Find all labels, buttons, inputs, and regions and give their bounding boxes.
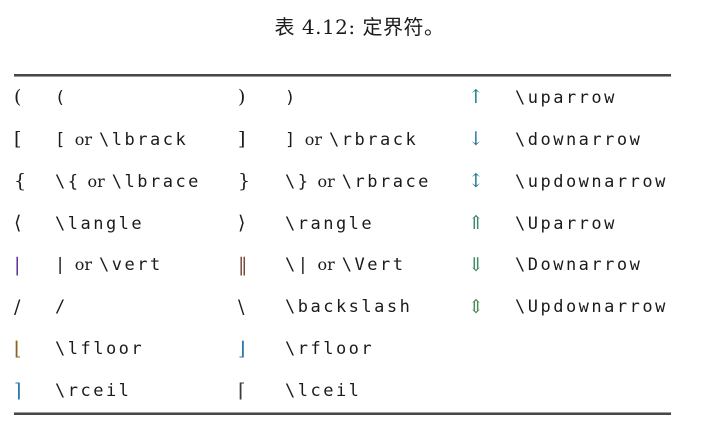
delimiter-table: ( ()) ↑ \uparrow [ [ or \lbrack]] or \rbrack ↓ \dow… (0, 77, 719, 412)
delimiter-symbol: ⌋ (238, 337, 246, 360)
latex-command: \uparrow (515, 88, 719, 108)
or-connective: or (74, 255, 93, 275)
command-text: \downarrow (515, 129, 643, 150)
table-row: [ [ or \lbrack]] or \rbrack ↓ \downarrow (0, 119, 719, 161)
command-text: \rfloor (285, 339, 375, 360)
latex-command: ) (285, 88, 468, 108)
latex-command: \downarrow (515, 130, 719, 150)
latex-command: \updownarrow (515, 172, 719, 192)
delimiter-symbol: } (238, 170, 251, 193)
or-connective: or (304, 129, 323, 149)
command-text: \lbrack (99, 129, 189, 150)
command-text: | (55, 255, 68, 276)
table-caption: 表 4.12: 定界符。 (274, 15, 445, 39)
command-text: \rbrack (329, 129, 419, 150)
delimiter-symbol: ⇕ (468, 295, 484, 318)
latex-command: \rangle (285, 214, 468, 234)
or-connective: or (74, 129, 93, 149)
delimiter-symbol: ⌈ (238, 379, 246, 402)
latex-command: \Downarrow (515, 255, 719, 275)
command-text: / (55, 297, 68, 318)
latex-command: [ or \lbrack (55, 130, 238, 150)
command-text: \Updownarrow (515, 297, 668, 318)
latex-command: / (55, 297, 238, 317)
delimiter-symbol: ‖ (238, 253, 248, 276)
delimiter-symbol: ⟨ (14, 212, 22, 235)
command-text: \lbrace (111, 171, 201, 192)
latex-command: \Updownarrow (515, 297, 719, 317)
latex-command: \lceil (285, 381, 468, 401)
delimiter-symbol: { (14, 170, 27, 193)
latex-command: ( (55, 88, 238, 108)
command-text: \vert (99, 255, 163, 276)
command-text: ] (285, 129, 298, 150)
table-row: / / \ \backslash ⇕ \Updownarrow (0, 286, 719, 328)
delimiter-symbol: ↕ (468, 170, 484, 193)
command-text: \backslash (285, 297, 413, 318)
command-text: \Vert (341, 255, 406, 276)
latex-command: \backslash (285, 297, 468, 317)
delimiter-symbol: [ (14, 128, 22, 151)
latex-command: \Uparrow (515, 214, 719, 234)
command-text: \langle (55, 213, 145, 234)
command-text: ) (285, 87, 298, 108)
table-row: ( ()) ↑ \uparrow (0, 77, 719, 119)
latex-command: \lfloor (55, 339, 238, 359)
or-connective: or (317, 255, 335, 275)
command-text: \Uparrow (515, 213, 617, 234)
latex-command: \| or \Vert (285, 255, 468, 275)
or-connective: or (87, 171, 105, 191)
table-row: | | or \vert ‖ \| or \Vert ⇓ \Downarrow (0, 245, 719, 287)
delimiter-symbol: ↑ (468, 86, 484, 109)
latex-command: ] or \rbrack (285, 130, 468, 150)
delimiter-symbol: ⟩ (238, 212, 246, 235)
command-text: \uparrow (515, 87, 617, 108)
command-text: ( (55, 87, 68, 108)
delimiter-symbol: ⇑ (468, 212, 484, 235)
command-text: \} (285, 171, 311, 192)
delimiter-symbol: ⇓ (468, 253, 484, 276)
delimiter-symbol: \ (238, 295, 245, 318)
command-text: \rbrace (341, 171, 431, 192)
command-text: \lceil (285, 381, 362, 402)
command-text: \lfloor (55, 339, 145, 360)
table-row: ⟨ \langle ⟩ \rangle ⇑ \Uparrow (0, 203, 719, 245)
command-text: \| (285, 255, 311, 276)
delimiter-symbol: | (14, 253, 21, 276)
command-text: \rceil (55, 381, 132, 402)
table-row: ⌉ \rceil ⌈ \lceil (0, 370, 719, 412)
command-text: \rangle (285, 213, 375, 234)
latex-command: \rceil (55, 381, 238, 401)
delimiter-symbol: ] (238, 128, 246, 151)
delimiter-symbol: ( (14, 86, 22, 109)
table-bottom-rule (14, 412, 671, 415)
command-text: [ (55, 129, 68, 150)
latex-command: \langle (55, 214, 238, 234)
command-text: \updownarrow (515, 171, 668, 192)
latex-command: | or \vert (55, 255, 238, 275)
latex-command: \rfloor (285, 339, 468, 359)
latex-command: \{ or \lbrace (55, 172, 238, 192)
delimiter-symbol: ⌉ (14, 379, 22, 402)
table-row: ⌊ \lfloor ⌋ \rfloor (0, 328, 719, 370)
command-text: \Downarrow (515, 255, 643, 276)
table-row: { \{ or \lbrace} \} or \rbrace ↕ \updownarrow (0, 161, 719, 203)
table-top-rule (14, 74, 671, 77)
delimiter-symbol: ⌊ (14, 337, 22, 360)
command-text: \{ (55, 171, 81, 192)
or-connective: or (317, 171, 335, 191)
delimiter-symbol: ) (238, 86, 246, 109)
latex-command: \} or \rbrace (285, 172, 468, 192)
delimiter-symbol: / (14, 295, 21, 318)
delimiter-symbol: ↓ (468, 128, 484, 151)
